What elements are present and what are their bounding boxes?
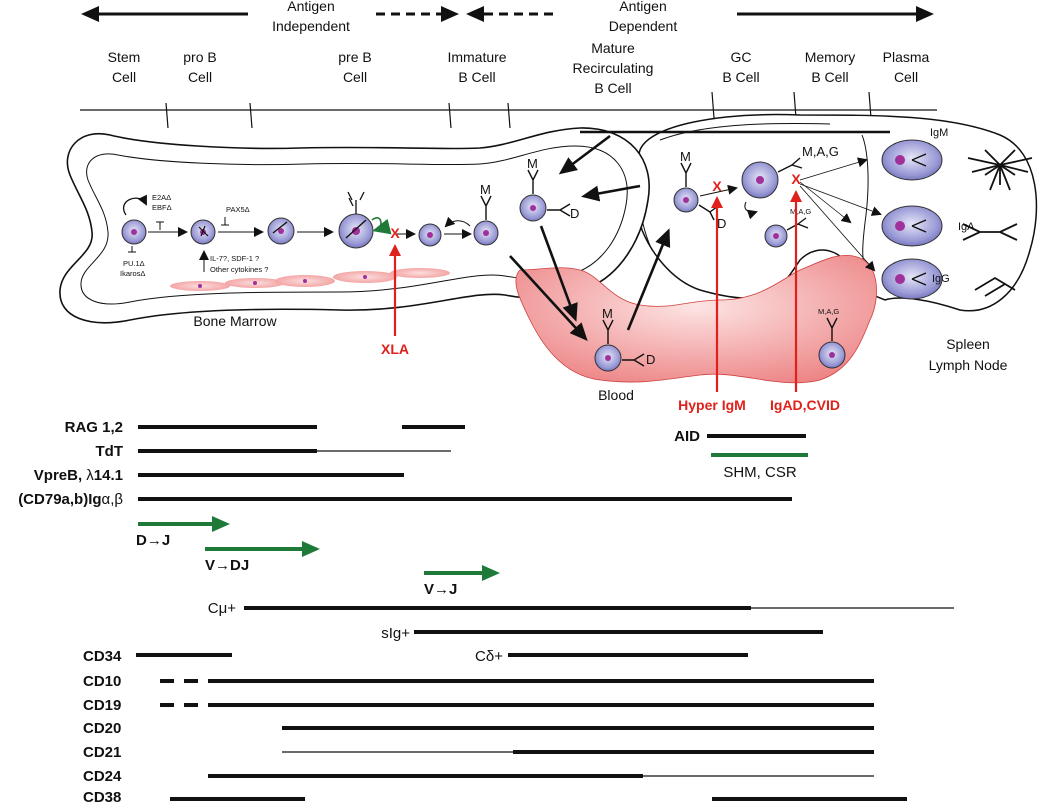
label-mag-memory: M,A,G	[790, 207, 811, 216]
ig-labels: M M D M D M,A,G M,A,G M D M,A,G IgM IgA …	[480, 127, 975, 367]
stage-immature-line2: B Cell	[458, 69, 495, 85]
stage-prob-line2: Cell	[188, 69, 212, 85]
recombination-arrows: D→J V→DJ V→J	[136, 516, 500, 598]
disease-hyper-igm: Hyper IgM	[678, 397, 746, 413]
stage-stem-line2: Cell	[112, 69, 136, 85]
label-igm: IgM	[930, 127, 948, 139]
label-vj: V→J	[424, 581, 457, 598]
label-iga: IgA	[958, 221, 975, 233]
knockout-notes: E2AΔ EBFΔ PU.1Δ IkarosΔ PAX5Δ IL-7?, SDF…	[120, 193, 268, 278]
note-ikaros: IkarosΔ	[120, 269, 145, 278]
label-m-immature: M	[480, 182, 491, 197]
gene-label-rag: RAG 1,2	[65, 419, 123, 436]
phase-header: Antigen Independent Antigen Dependent	[81, 0, 934, 34]
marker-bars: Cμ+ sIg+ Cδ+ CD34 CD10 CD19 CD20 CD21 CD…	[83, 600, 954, 804]
label-mag-lymph: M,A,G	[818, 307, 839, 316]
stage-timeline: Stem Cell pro B Cell pre B Cell Immature…	[80, 40, 937, 129]
note-cytokines: Other cytokines ?	[210, 265, 268, 274]
region-labels: Bone Marrow Blood Spleen Lymph Node	[193, 313, 1007, 403]
note-e2a: E2AΔ	[152, 193, 171, 202]
marker-label-cdelta: Cδ+	[475, 648, 503, 665]
cells	[121, 139, 943, 372]
disease-blocks: X XLA X Hyper IgM X IgAD,CVID	[381, 171, 840, 413]
gene-label-cd79: (CD79a,b)Igα,β	[18, 491, 123, 508]
gene-label-tdt: TdT	[96, 443, 124, 460]
marker-label-cd38: CD38	[83, 789, 121, 804]
label-vdj: V→DJ	[205, 557, 249, 574]
stage-memory-line2: B Cell	[811, 69, 848, 85]
label-shm-csr: SHM, CSR	[723, 464, 797, 481]
stage-mature-line1: Mature	[591, 40, 635, 56]
stage-memory-line1: Memory	[805, 49, 856, 65]
marker-label-cmu: Cμ+	[208, 600, 236, 617]
gene-label-aid: AID	[674, 428, 700, 445]
stage-prob-line1: pro B	[183, 49, 216, 65]
note-pu1: PU.1Δ	[123, 259, 145, 268]
stage-preb-line2: Cell	[343, 69, 367, 85]
self-renew-arrow	[123, 194, 147, 216]
green-cycle-arrow	[371, 217, 392, 235]
marker-label-cd34: CD34	[83, 648, 122, 665]
timeline-ticks	[165, 91, 872, 129]
stage-preb-line1: pre B	[338, 49, 371, 65]
region-bone-marrow: Bone Marrow	[193, 313, 277, 329]
stage-gc-line2: B Cell	[722, 69, 759, 85]
label-mag-gc: M,A,G	[802, 144, 839, 159]
secreted-antibodies	[962, 149, 1033, 297]
marker-label-sig: sIg+	[381, 625, 410, 642]
region-spleen-line2: Lymph Node	[929, 357, 1008, 373]
disease-xla: XLA	[381, 341, 409, 357]
independent-label-line2: Independent	[272, 18, 350, 34]
disease-igad-cvid: IgAD,CVID	[770, 397, 840, 413]
note-il7: IL-7?, SDF-1 ?	[210, 254, 259, 263]
igad-block-x: X	[791, 171, 801, 187]
stage-stem-line1: Stem	[108, 49, 141, 65]
pathway-arrows	[128, 130, 890, 341]
stage-plasma-line1: Plasma	[883, 49, 930, 65]
stage-mature-line2: Recirculating	[573, 60, 654, 76]
marker-label-cd19: CD19	[83, 697, 121, 714]
label-igg: IgG	[932, 273, 950, 285]
marker-label-cd10: CD10	[83, 673, 121, 690]
stage-mature-line3: B Cell	[594, 80, 631, 96]
gene-label-vpreb: VpreB, λ14.1	[34, 467, 123, 484]
label-dj: D→J	[136, 532, 170, 549]
label-m-blood: M	[602, 306, 613, 321]
independent-label-line1: Antigen	[287, 0, 334, 14]
marker-label-cd20: CD20	[83, 720, 121, 737]
note-pax5: PAX5Δ	[226, 205, 250, 214]
label-m-gc: M	[680, 149, 691, 164]
dependent-label-line2: Dependent	[609, 18, 678, 34]
label-d-mature: D	[570, 206, 579, 221]
stromal-cell	[390, 268, 450, 278]
region-spleen-line1: Spleen	[946, 336, 990, 352]
stage-immature-line1: Immature	[447, 49, 506, 65]
stage-plasma-line2: Cell	[894, 69, 918, 85]
note-ebf: EBFΔ	[152, 203, 172, 212]
dependent-label-line1: Antigen	[619, 0, 666, 14]
label-m-mature: M	[527, 156, 538, 171]
label-d-blood: D	[646, 352, 655, 367]
gene-expression-bars: RAG 1,2 TdT VpreB, λ14.1 (CD79a,b)Igα,β …	[18, 419, 808, 508]
label-d-gc: D	[717, 216, 726, 231]
marker-label-cd21: CD21	[83, 744, 121, 761]
xla-block-x: X	[390, 225, 400, 241]
region-blood: Blood	[598, 387, 634, 403]
marker-label-cd24: CD24	[83, 768, 122, 785]
hyper-igm-block-x: X	[712, 178, 722, 194]
stage-gc-line1: GC	[731, 49, 752, 65]
pre-bcr-receptor	[347, 191, 365, 214]
